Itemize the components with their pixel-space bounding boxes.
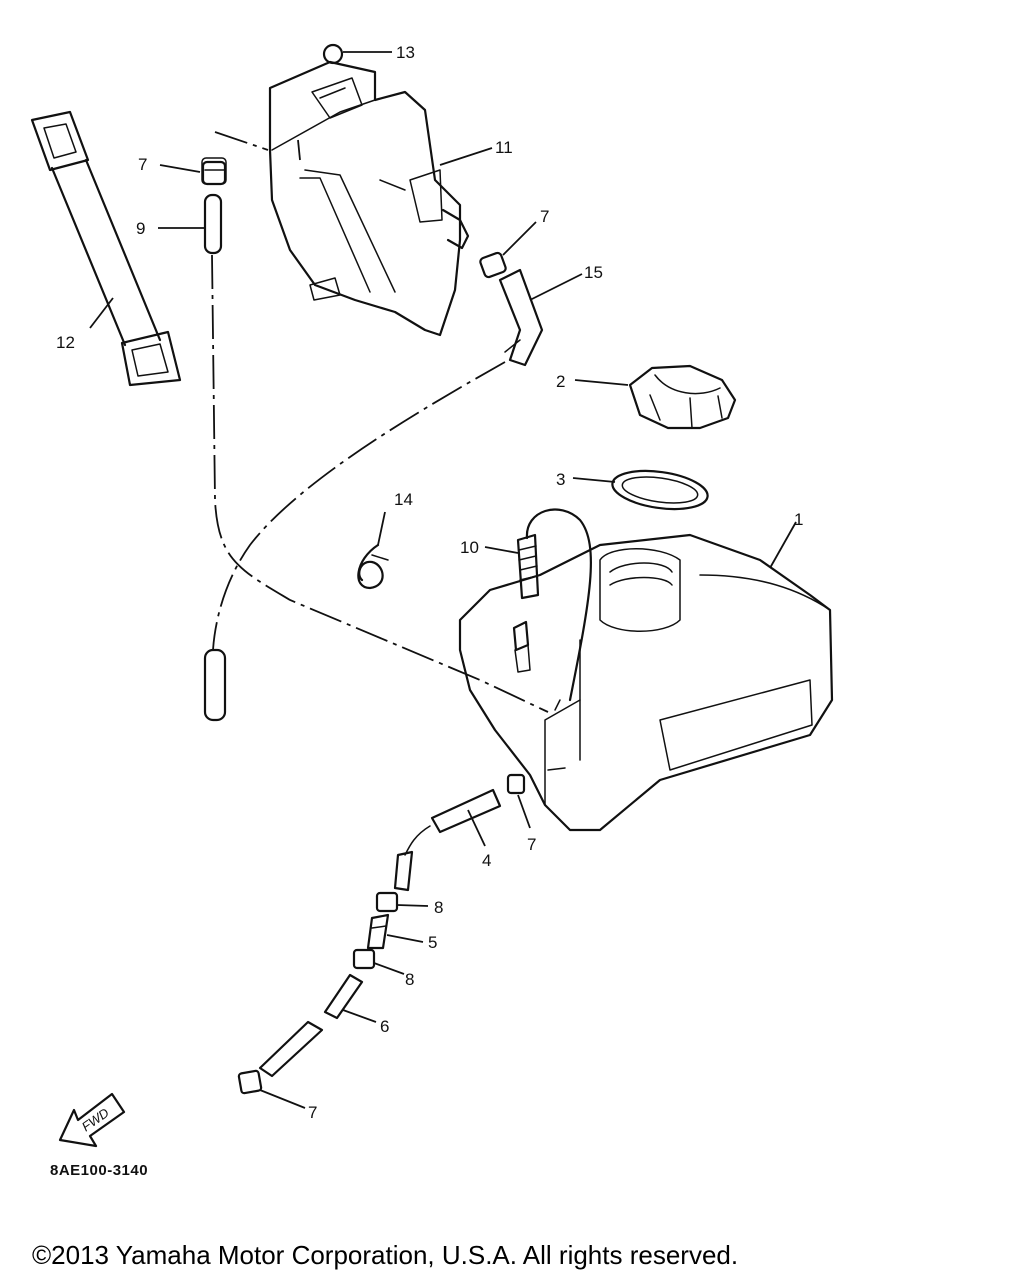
callout-2: 2 (556, 372, 565, 391)
clamp-7-upper-right (479, 251, 507, 279)
diagram-code: 8AE100-3140 (50, 1162, 149, 1179)
clamp-7-tank (506, 773, 526, 795)
clamp-8-lower (352, 948, 376, 970)
rubber-strap (30, 110, 182, 387)
breather-pipe (201, 160, 227, 255)
sub-tank (268, 60, 470, 337)
clamp-7-upper-left (201, 157, 227, 185)
hose-15 (498, 268, 544, 367)
cap (322, 43, 344, 65)
callout-14: 14 (394, 490, 413, 509)
callout-8-b: 8 (405, 970, 414, 989)
callout-5: 5 (428, 933, 437, 952)
copyright-text: ©2013 Yamaha Motor Corporation, U.S.A. A… (32, 1240, 739, 1270)
callout-4: 4 (482, 851, 491, 870)
callout-12: 12 (56, 333, 75, 352)
hose-10 (516, 508, 592, 702)
callout-13: 13 (396, 43, 415, 62)
fwd-label: FWD (79, 1105, 112, 1134)
fuel-hose-6 (258, 973, 364, 1078)
callout-labels: 1 2 3 4 5 6 7 7 7 7 8 8 9 10 11 12 13 14… (56, 43, 803, 1122)
fuel-filter (366, 913, 390, 950)
callout-9: 9 (136, 219, 145, 238)
callout-1: 1 (794, 510, 803, 529)
callout-7-d: 7 (308, 1103, 317, 1122)
pipe-segment-left (203, 648, 227, 722)
callout-7-b: 7 (540, 207, 549, 226)
fwd-arrow-icon: FWD (58, 1092, 126, 1148)
clamp-7-lower (237, 1069, 263, 1095)
callout-6: 6 (380, 1017, 389, 1036)
callout-10: 10 (460, 538, 479, 557)
fuel-tank (458, 533, 834, 832)
gasket (611, 469, 709, 511)
routing-lines (211, 131, 549, 713)
clip (357, 543, 389, 590)
fuel-hose-4 (393, 788, 502, 892)
callout-8-a: 8 (434, 898, 443, 917)
leader-lines (89, 51, 797, 1109)
callout-3: 3 (556, 470, 565, 489)
callout-15: 15 (584, 263, 603, 282)
callout-7-a: 7 (138, 155, 147, 174)
filler-cap (628, 364, 737, 430)
clamp-8-upper (375, 891, 399, 913)
callout-7-c: 7 (527, 835, 536, 854)
callout-11: 11 (495, 138, 513, 157)
